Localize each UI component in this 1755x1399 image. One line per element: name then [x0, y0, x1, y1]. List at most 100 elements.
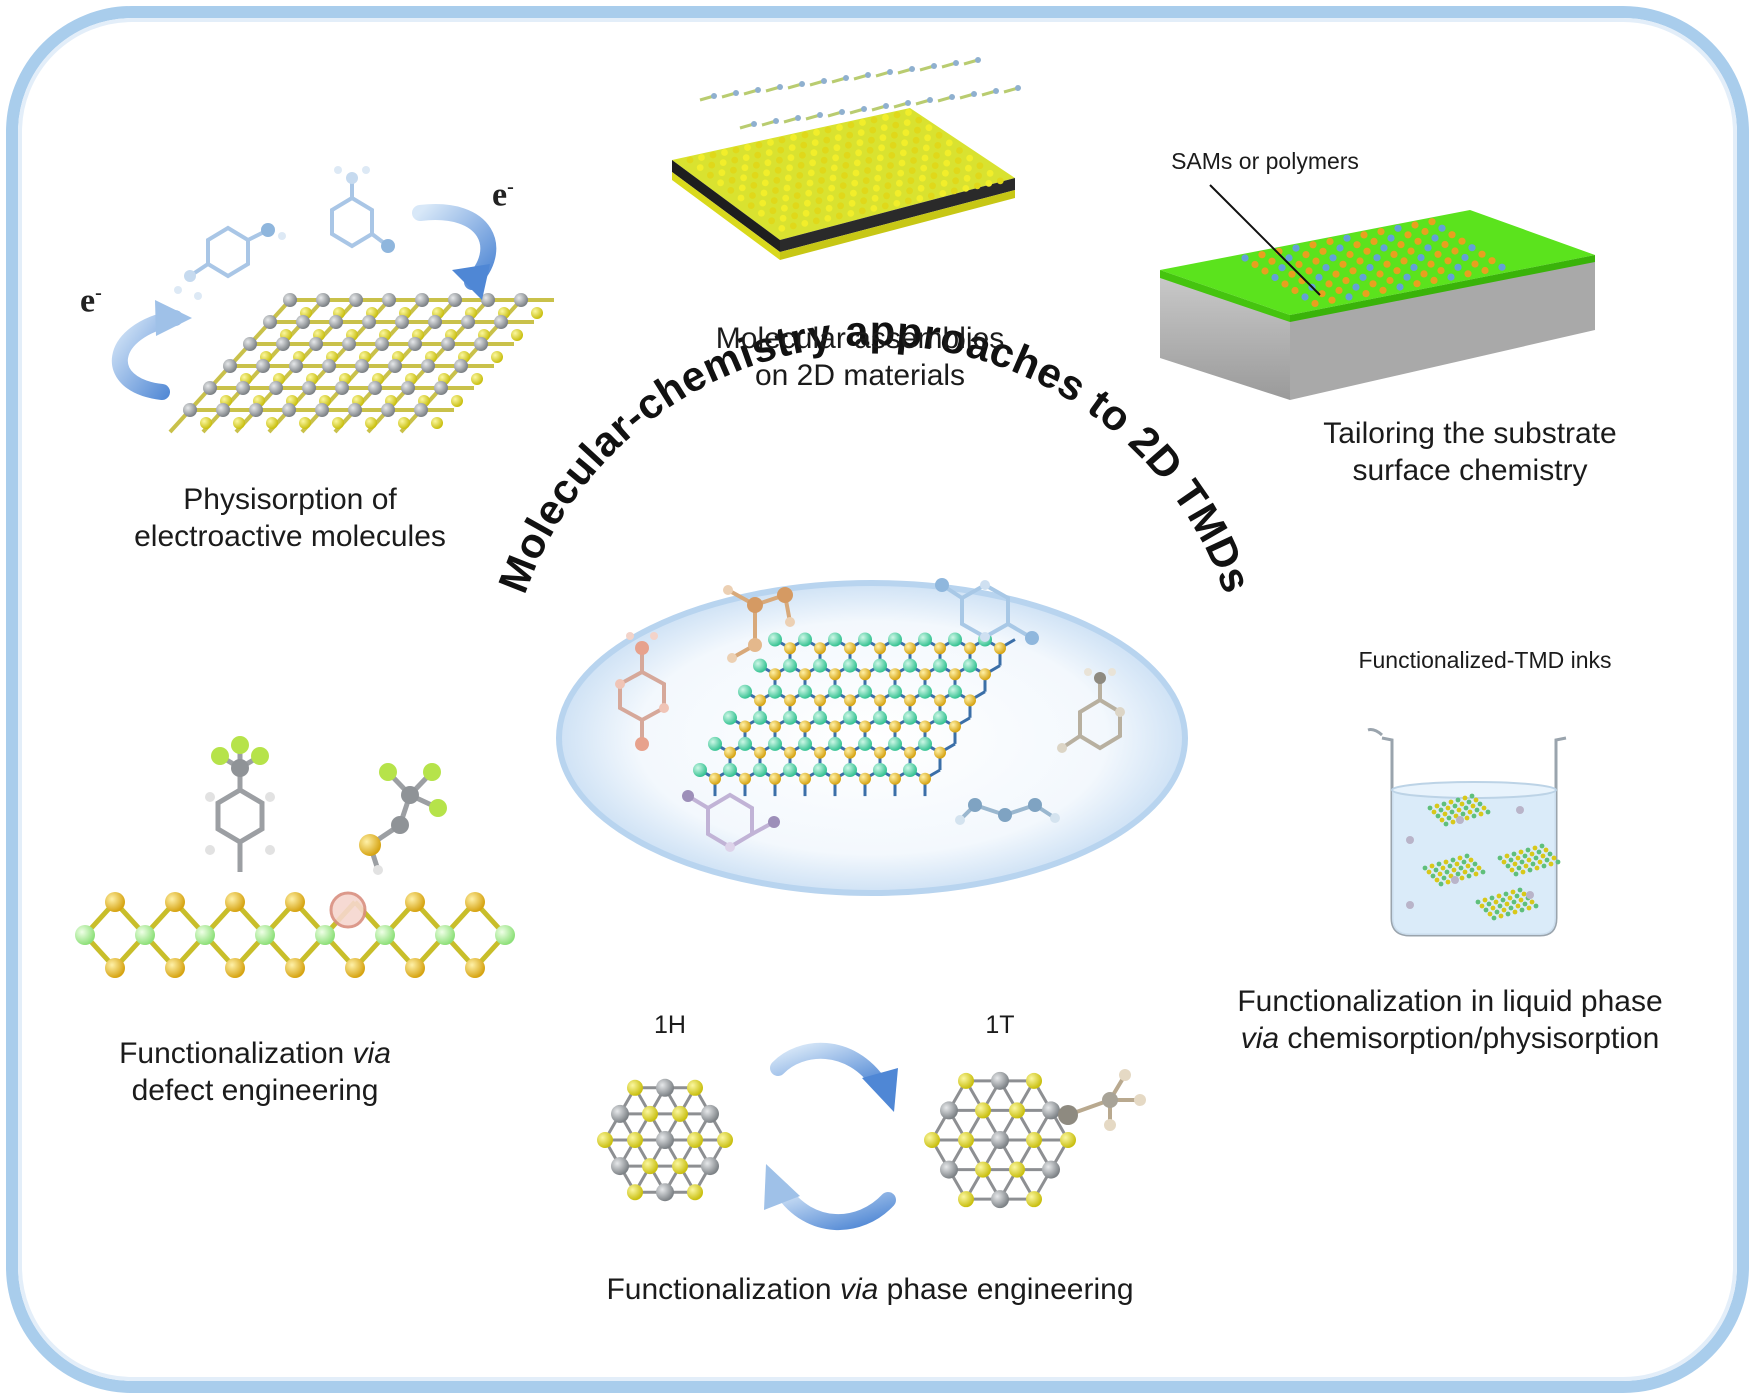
sulfur-atom	[777, 146, 785, 154]
metal-atom	[918, 684, 932, 699]
sulfur-atom	[465, 892, 485, 912]
flake-atom	[1509, 867, 1515, 873]
flake-atom	[1434, 803, 1440, 809]
metal-atom	[461, 315, 475, 329]
sulfur-atom	[784, 174, 792, 182]
sulfur-atom	[750, 182, 758, 189]
sulfur-atom	[891, 131, 898, 139]
flake-atom	[1461, 859, 1467, 865]
metal-atom	[256, 359, 270, 373]
sulfur-atom	[868, 136, 875, 144]
flake-atom	[1458, 865, 1464, 871]
metal-atom	[388, 359, 402, 373]
sulfur-atom	[1060, 1132, 1076, 1148]
chalcogen-atom	[904, 694, 916, 707]
chalcogen-atom	[844, 642, 856, 655]
sulfur-atom	[299, 417, 311, 429]
sulfur-atom	[778, 225, 786, 232]
surface-molecule	[1393, 267, 1401, 275]
metal-atom	[798, 736, 812, 751]
sulfur-atom	[836, 124, 843, 131]
metal-atom	[309, 337, 323, 351]
solvent-molecule	[1406, 836, 1414, 844]
sulfur-atom	[708, 161, 716, 169]
physisorption-caption-line2: electroactive molecules	[134, 519, 446, 553]
surface-molecule	[1478, 250, 1486, 258]
sulfur-atom	[791, 212, 798, 220]
outer-frame-inner-glow	[18, 18, 1737, 1381]
chalcogen-atom	[784, 694, 796, 707]
molecule-atom	[799, 81, 805, 87]
metal-atom	[401, 381, 415, 395]
sulfur-atom	[879, 134, 887, 142]
metal-atom	[903, 710, 917, 725]
sulfur-atom	[815, 197, 823, 205]
flake-atom	[1471, 813, 1477, 819]
sulfur-atom	[818, 177, 825, 184]
flake-atom	[1426, 869, 1432, 875]
chalcogen-atom	[859, 720, 871, 733]
metal-atom	[701, 1157, 719, 1176]
sulfur-atom	[165, 892, 185, 912]
flake-atom	[1455, 871, 1461, 877]
chalcogen-atom	[934, 746, 946, 759]
flake-atom	[1555, 859, 1561, 865]
metal-atom	[421, 359, 435, 373]
sulfur-atom	[642, 1105, 658, 1122]
sulfur-atom	[730, 166, 737, 174]
sulfur-atom	[789, 222, 797, 230]
sulfur-atom	[398, 417, 410, 429]
metal-atom	[302, 381, 316, 395]
sulfur-atom	[758, 209, 765, 217]
metal-atom	[203, 381, 217, 395]
sulfur-atom	[853, 159, 861, 167]
sulfur-atom	[807, 169, 815, 177]
surface-molecule	[1285, 254, 1293, 262]
chalcogen-atom	[784, 642, 796, 655]
flake-atom	[1519, 859, 1525, 865]
sulfur-atom	[876, 154, 884, 162]
metal-atom	[375, 337, 389, 351]
molecule-atom	[843, 75, 849, 81]
sulfur-atom	[966, 154, 974, 162]
surface-molecule	[1328, 296, 1336, 304]
sulfur-atom	[816, 187, 824, 195]
sulfur-atom	[795, 182, 802, 189]
metal-atom	[255, 925, 275, 945]
sulfur-atom	[903, 119, 911, 126]
sulfur-atom	[753, 161, 760, 169]
sulfur-atom	[813, 129, 820, 136]
sulfur-atom	[952, 177, 959, 185]
chalcogen-atom	[874, 746, 886, 759]
surface-molecule	[1301, 293, 1309, 301]
flake-atom	[1467, 809, 1473, 815]
defect-vacancy-marker	[329, 891, 367, 929]
sulfur-atom	[805, 189, 813, 197]
surface-molecule	[1315, 273, 1323, 281]
flake-atom	[1464, 853, 1470, 859]
flake-atom	[1433, 867, 1439, 873]
flake-atom	[1437, 871, 1443, 877]
sulfur-atom	[770, 197, 778, 205]
phase-caption-line: Functionalization via phase engineering	[606, 1273, 1134, 1306]
surface-molecule	[1318, 290, 1326, 298]
flake-atom	[1540, 853, 1546, 859]
surface-molecule	[1464, 270, 1472, 278]
flake-atom	[1459, 875, 1465, 881]
sulfur-atom	[772, 187, 779, 194]
flake-atom	[1537, 859, 1543, 865]
metal-atom	[918, 736, 932, 751]
surface-molecule	[1322, 264, 1330, 272]
sulfur-atom	[905, 109, 912, 116]
flake-atom	[1518, 897, 1524, 903]
flake-atom	[1430, 873, 1436, 879]
flake-atom	[1515, 903, 1521, 909]
flake-atom	[1443, 821, 1449, 827]
chalcogen-atom	[799, 668, 811, 681]
sulfur-atom	[919, 174, 926, 182]
sulfur-atom	[796, 172, 804, 179]
sulfur-atom	[931, 162, 939, 170]
surface-molecule	[1407, 247, 1415, 255]
surface-molecule	[1411, 221, 1419, 229]
metal-atom	[963, 658, 977, 673]
